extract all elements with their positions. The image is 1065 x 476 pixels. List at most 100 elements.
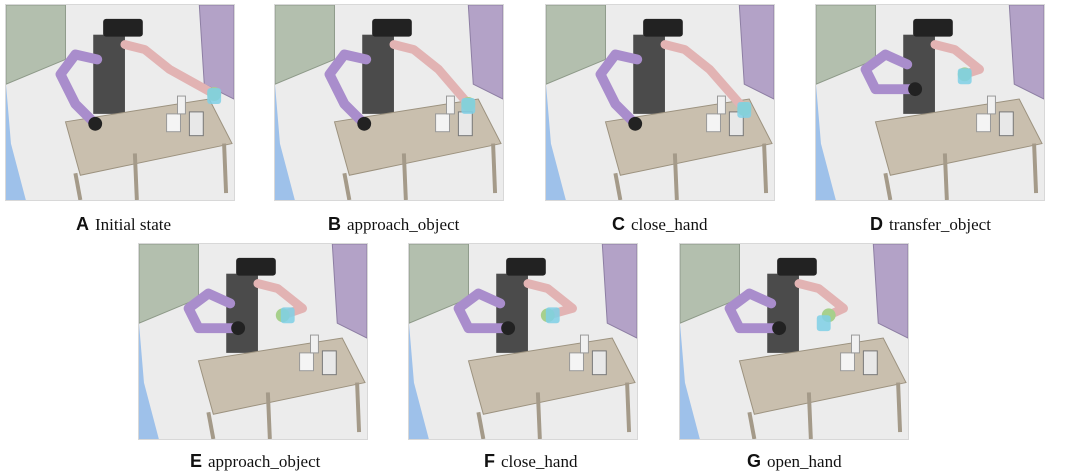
table-leg — [222, 143, 229, 194]
right-arm — [389, 40, 473, 109]
left-arm — [724, 288, 785, 334]
bottle — [851, 334, 860, 354]
bottle — [987, 95, 996, 115]
robot-torso — [767, 273, 799, 353]
table-leg — [401, 153, 408, 200]
right-arm — [660, 40, 749, 114]
left-arm — [595, 49, 643, 129]
panel-a-image — [5, 4, 235, 201]
table-leg — [613, 172, 623, 200]
wall — [680, 323, 700, 439]
robot-torso — [226, 273, 258, 353]
scene-svg — [409, 244, 637, 439]
shelf — [738, 5, 774, 100]
caption-label: approach_object — [208, 452, 321, 471]
caption-letter: D — [870, 214, 883, 234]
robot-head — [236, 257, 276, 276]
bottle — [310, 334, 319, 354]
shelf — [198, 5, 234, 100]
panel-c-image — [545, 4, 775, 201]
table-leg — [342, 172, 352, 200]
caption-a: A Initial state — [76, 212, 171, 236]
table-leg — [535, 392, 542, 439]
table-leg — [132, 153, 139, 200]
robot-torso — [496, 273, 528, 353]
caption-letter: G — [747, 451, 762, 471]
left-arm — [55, 49, 103, 129]
panel-b-image — [274, 4, 504, 201]
wall — [139, 323, 159, 439]
scene-svg — [275, 5, 503, 200]
scene-svg — [139, 244, 367, 439]
milk-carton — [862, 350, 878, 376]
cup — [706, 113, 721, 133]
milk-carton — [321, 350, 337, 376]
cup — [569, 352, 584, 372]
scene-svg — [546, 5, 774, 200]
table-leg — [1032, 143, 1039, 194]
robot-head — [777, 257, 817, 276]
left-gripper — [908, 82, 923, 97]
robot-head — [643, 18, 683, 37]
right-arm — [794, 279, 849, 320]
caption-letter: C — [612, 214, 625, 234]
target-jug — [545, 307, 560, 324]
scene-svg — [6, 5, 234, 200]
table-leg — [747, 411, 757, 439]
caption-label: close_hand — [631, 215, 708, 234]
table-leg — [625, 382, 632, 433]
wall — [6, 84, 26, 200]
milk-carton — [457, 111, 473, 137]
caption-letter: F — [484, 451, 495, 471]
scene-svg — [816, 5, 1044, 200]
caption-label: approach_object — [347, 215, 460, 234]
table-leg — [206, 411, 216, 439]
caption-label: Initial state — [95, 215, 172, 234]
robot-head — [506, 257, 546, 276]
bottle — [717, 95, 726, 115]
milk-carton — [188, 111, 204, 137]
panel-f-image — [408, 243, 638, 440]
right-arm — [930, 40, 985, 79]
bottle — [177, 95, 186, 115]
table-leg — [73, 172, 83, 200]
left-arm — [183, 288, 244, 334]
robot-head — [372, 18, 412, 37]
robot-torso — [903, 34, 935, 114]
milk-carton — [728, 111, 744, 137]
table-leg — [672, 153, 679, 200]
left-gripper — [772, 321, 787, 336]
table-leg — [355, 382, 362, 433]
milk-carton — [998, 111, 1014, 137]
wall — [816, 84, 836, 200]
target-jug — [461, 98, 476, 114]
target-jug — [207, 88, 222, 104]
table-leg — [942, 153, 949, 200]
left-gripper — [628, 116, 643, 131]
robot-torso — [362, 34, 394, 114]
shelf — [1008, 5, 1044, 100]
caption-label: close_hand — [501, 452, 578, 471]
table-leg — [806, 392, 813, 439]
table-leg — [265, 392, 272, 439]
wall — [275, 84, 295, 200]
shelf — [331, 244, 367, 339]
left-arm — [860, 49, 921, 95]
caption-letter: A — [76, 214, 89, 234]
robot-head — [103, 18, 143, 37]
caption-label: transfer_object — [889, 215, 991, 234]
panel-d-image — [815, 4, 1045, 201]
left-gripper — [231, 321, 246, 336]
cup — [166, 113, 181, 133]
caption-letter: E — [190, 451, 203, 471]
target-jug — [957, 68, 972, 85]
shelf — [872, 244, 908, 339]
table-leg — [491, 143, 498, 194]
cup — [435, 113, 450, 133]
